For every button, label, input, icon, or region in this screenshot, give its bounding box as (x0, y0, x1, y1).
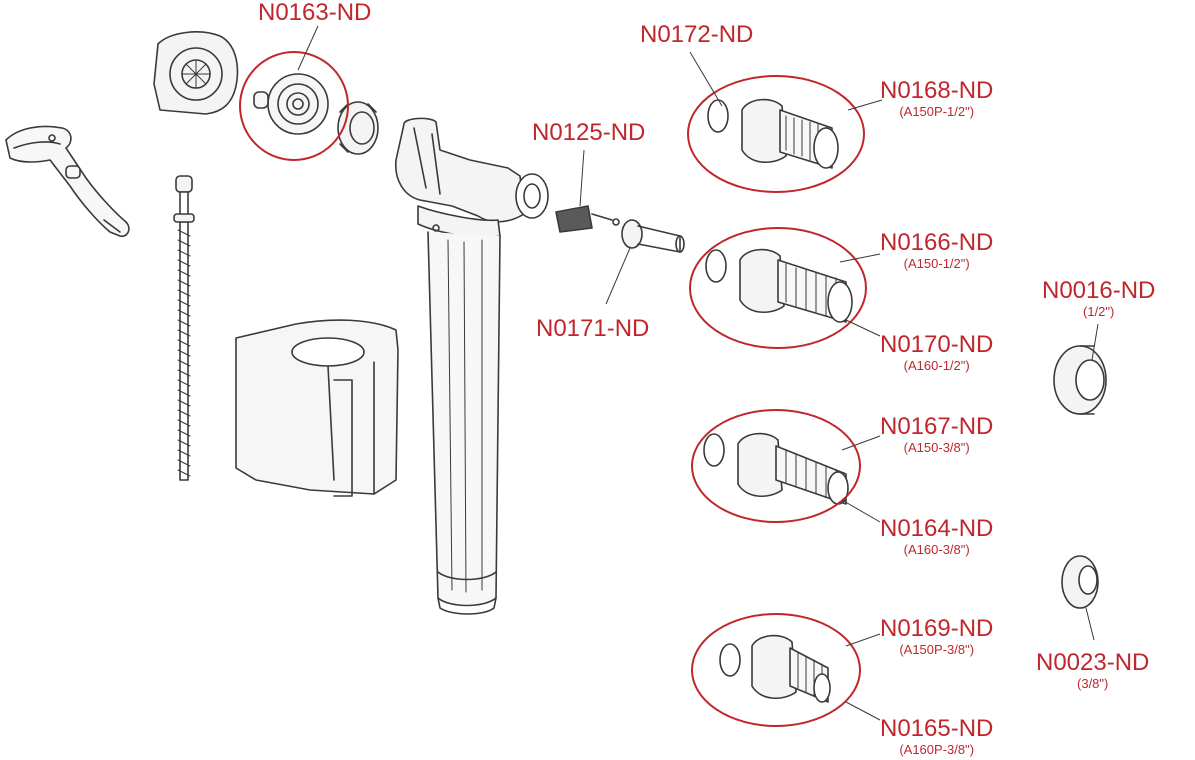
diaphragm-part (253, 73, 329, 135)
label-n0169-code: N0169-ND (880, 615, 994, 642)
highlight-ellipse-n0169 (691, 613, 861, 727)
threaded-rod-part (173, 175, 195, 481)
label-n0016: N0016-ND (1/2") (1042, 277, 1156, 320)
highlight-ellipse-n0167 (691, 409, 861, 523)
label-n0171: N0171-ND (536, 315, 650, 342)
nut-1-2-part (1053, 345, 1107, 415)
label-n0167-code: N0167-ND (880, 413, 994, 440)
label-n0166-code: N0166-ND (880, 229, 994, 256)
connector-1-2-p (707, 98, 839, 169)
highlight-ellipse-n0163 (239, 51, 349, 161)
label-n0168-sub: (A150P-1/2") (899, 104, 975, 119)
label-n0168: N0168-ND (A150P-1/2") (880, 77, 994, 120)
needle-valve-part (555, 205, 620, 233)
highlight-ellipse-n0168 (687, 75, 865, 193)
connector-3-8 (703, 432, 849, 505)
seal-washer-part (621, 219, 685, 253)
label-n0165: N0165-ND (A160P-3/8") (880, 715, 994, 758)
connector-1-2 (705, 248, 853, 323)
float-box-part (235, 319, 399, 497)
label-n0023-sub: (3/8") (1077, 676, 1109, 691)
filter-housing-part (153, 31, 239, 115)
label-n0170: N0170-ND (A160-1/2") (880, 331, 994, 374)
label-n0169-sub: (A150P-3/8") (899, 642, 975, 657)
label-n0164-code: N0164-ND (880, 515, 994, 542)
label-n0016-code: N0016-ND (1042, 277, 1156, 304)
float-arm-part (5, 125, 130, 238)
label-n0023: N0023-ND (3/8") (1036, 649, 1150, 692)
nut-3-8-part (1061, 555, 1099, 609)
label-n0169: N0169-ND (A150P-3/8") (880, 615, 994, 658)
label-n0165-sub: (A160P-3/8") (899, 742, 975, 757)
label-n0170-code: N0170-ND (880, 331, 994, 358)
label-n0164-sub: (A160-3/8") (903, 542, 970, 557)
label-n0125: N0125-ND (532, 119, 646, 146)
label-n0163: N0163-ND (258, 0, 372, 26)
label-n0167-sub: (A150-3/8") (903, 440, 970, 455)
label-n0166: N0166-ND (A150-1/2") (880, 229, 994, 272)
connector-3-8-p (719, 634, 831, 703)
label-n0167: N0167-ND (A150-3/8") (880, 413, 994, 456)
label-n0166-sub: (A150-1/2") (903, 256, 970, 271)
label-n0168-code: N0168-ND (880, 77, 994, 104)
label-n0170-sub: (A160-1/2") (903, 358, 970, 373)
label-n0016-sub: (1/2") (1083, 304, 1115, 319)
label-n0165-code: N0165-ND (880, 715, 994, 742)
stand-pipe-part (427, 231, 501, 615)
label-n0023-code: N0023-ND (1036, 649, 1150, 676)
valve-body-part (395, 117, 549, 239)
label-n0172: N0172-ND (640, 21, 754, 48)
highlight-ellipse-n0166 (689, 227, 867, 349)
label-n0164: N0164-ND (A160-3/8") (880, 515, 994, 558)
